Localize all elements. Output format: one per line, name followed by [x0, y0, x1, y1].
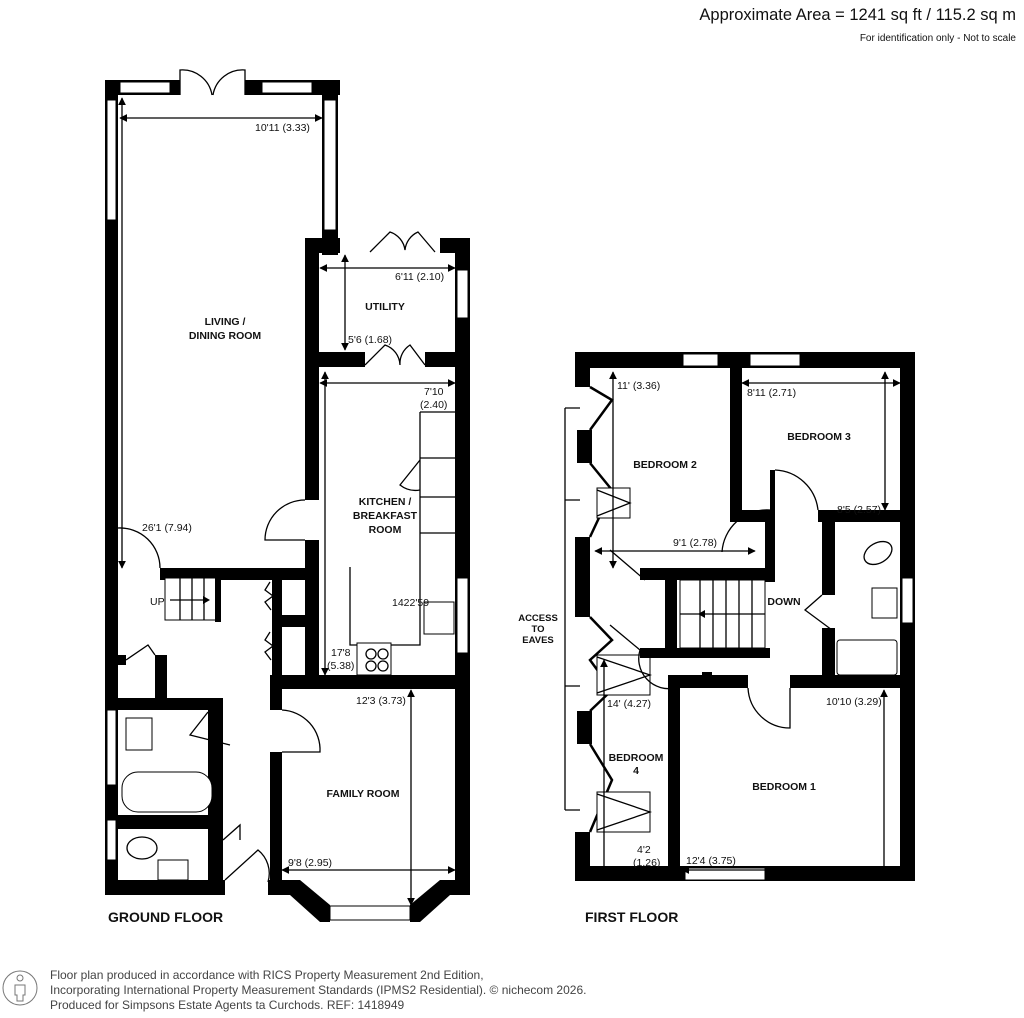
room-label-utility: UTILITY [365, 301, 405, 313]
dim-kitchen-misc: 1422'59 [392, 597, 429, 609]
dim-bed1-length: 10'10 (3.29) [826, 696, 882, 708]
dim-bed2-width: 9'1 (2.78) [673, 537, 717, 549]
room-label-bedroom-3: BEDROOM 3 [787, 431, 851, 443]
dim-living-length: 26'1 (7.94) [142, 522, 192, 534]
dim-bed1-width: 12'4 (3.75) [686, 855, 736, 867]
room-label-living-2: DINING ROOM [189, 330, 262, 342]
dim-kitchen-length-m: (5.38) [327, 660, 354, 672]
eaves-label-2: TO [531, 624, 544, 635]
dim-family-length: 12'3 (3.73) [356, 695, 406, 707]
dim-bed3-width: 8'11 (2.71) [747, 387, 796, 399]
eaves-label-3: EAVES [522, 635, 554, 646]
room-label-bedroom-2: BEDROOM 2 [633, 459, 697, 471]
room-label-family: FAMILY ROOM [327, 788, 400, 800]
footer-line: Floor plan produced in accordance with R… [50, 968, 484, 982]
ground-floor-label: GROUND FLOOR [108, 909, 223, 925]
first-floor-label: FIRST FLOOR [585, 909, 678, 925]
room-label-bedroom-1: BEDROOM 1 [752, 781, 816, 793]
room-label-kitchen: KITCHEN / [359, 496, 412, 508]
room-label-bedroom-4: BEDROOM [609, 752, 664, 764]
dim-utility-length: 5'6 (1.68) [348, 334, 392, 346]
dim-family-width: 9'8 (2.95) [288, 857, 332, 869]
dim-living-width: 10'11 (3.33) [255, 122, 310, 134]
stairs-down-label: DOWN [767, 596, 800, 608]
room-label-kitchen-3: ROOM [369, 524, 402, 536]
footer-line: Produced for Simpsons Estate Agents ta C… [50, 998, 405, 1012]
footer-notes: Floor plan produced in accordance with R… [50, 968, 586, 1013]
dim-bed4-width-m: (1.26) [633, 857, 660, 869]
first-floor-plan: BEDROOM 2 BEDROOM 3 BEDROOM 1 BEDROOM 4 … [518, 352, 915, 925]
dim-bed3-length: 8'5 (2.57) [837, 504, 881, 516]
dim-utility-width: 6'11 (2.10) [395, 271, 444, 283]
room-label-kitchen-2: BREAKFAST [353, 510, 418, 522]
dimension-lines [118, 97, 456, 906]
person-logo-icon [2, 970, 38, 1006]
dim-bed2-length: 11' (3.36) [617, 380, 660, 392]
dimension-lines-first [593, 371, 901, 881]
dim-kitchen-length: 17'8 [331, 647, 351, 659]
footer-line: Incorporating International Property Mea… [50, 983, 587, 997]
stairs-up-label: UP [150, 596, 165, 608]
dim-kitchen-width-m: (2.40) [420, 399, 447, 411]
approximate-area: Approximate Area = 1241 sq ft / 115.2 sq… [699, 6, 1016, 24]
eaves-label: ACCESS [518, 613, 558, 624]
ground-floor-plan: LIVING / DINING ROOM UTILITY KITCHEN / B… [105, 69, 470, 925]
dim-kitchen-width: 7'10 [424, 386, 444, 398]
dim-bed4-width: 4'2 [637, 844, 651, 856]
scale-disclaimer: For identification only - Not to scale [859, 33, 1016, 44]
dim-bed4-length: 14' (4.27) [607, 698, 651, 710]
room-label-bedroom-4-num: 4 [633, 765, 639, 777]
room-label-living: LIVING / [205, 316, 246, 328]
